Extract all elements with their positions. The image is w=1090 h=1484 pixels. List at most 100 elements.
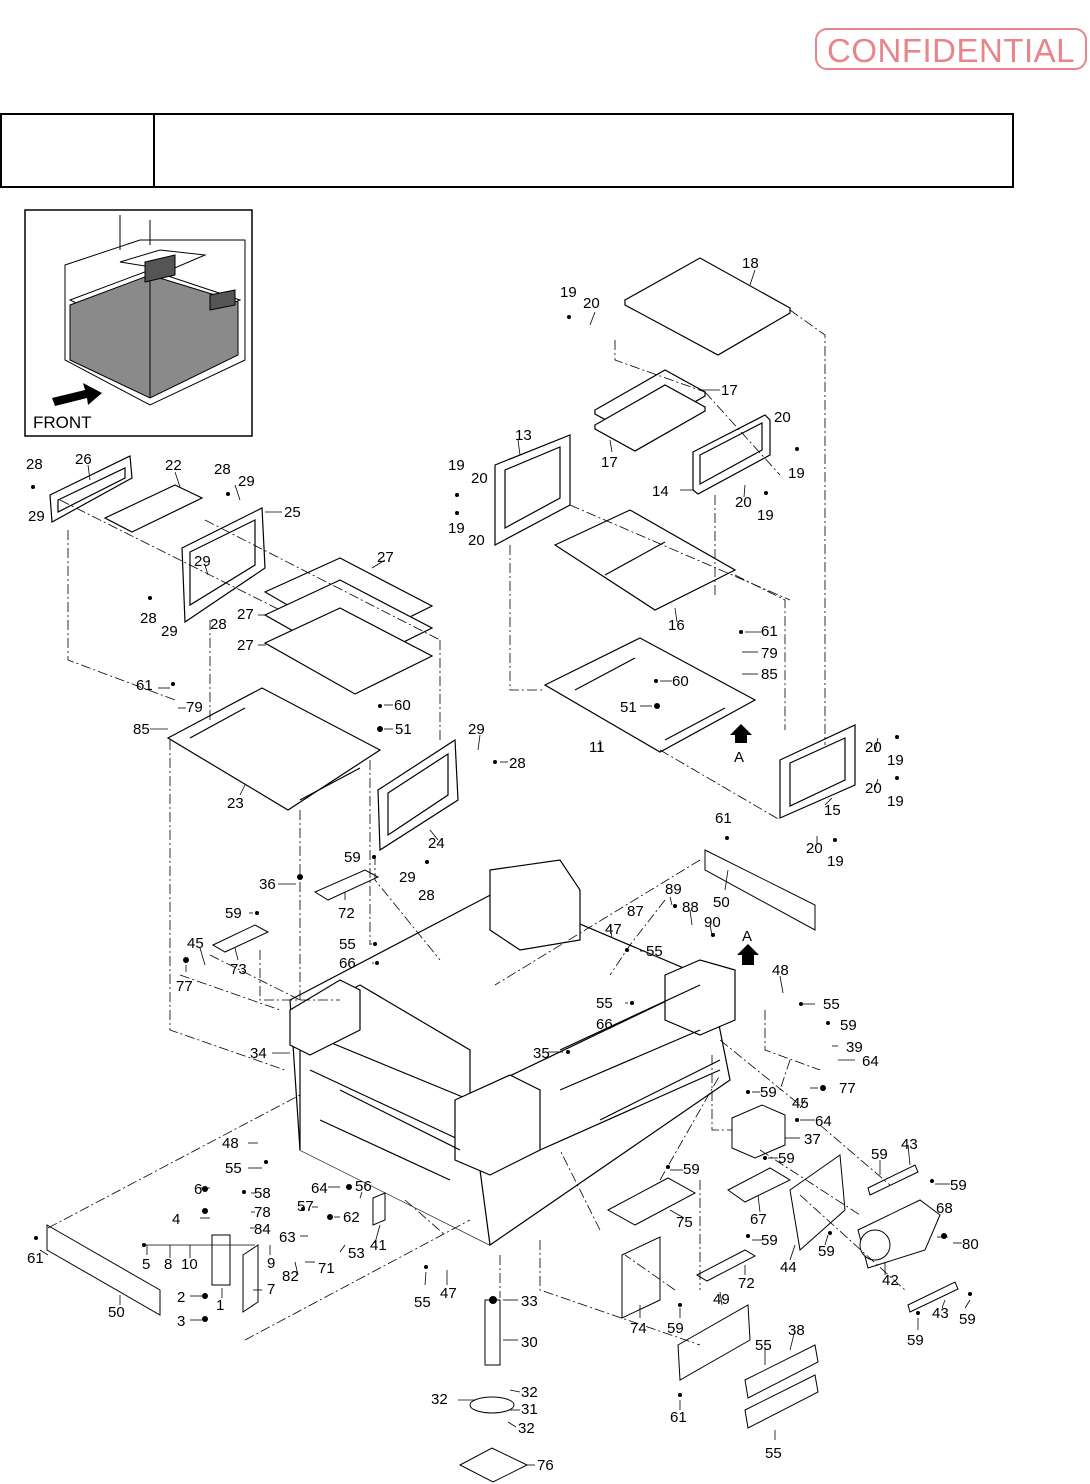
- callout-89: 89: [665, 881, 682, 898]
- callout-29: 29: [238, 473, 255, 490]
- bracket-26: [49, 455, 133, 523]
- callout-78: 78: [254, 1204, 271, 1221]
- callout-37: 37: [804, 1131, 821, 1148]
- callout-30: 30: [521, 1334, 538, 1351]
- callout-32: 32: [431, 1391, 448, 1408]
- callout-43: 43: [901, 1136, 918, 1153]
- callout-74: 74: [630, 1320, 647, 1337]
- callout-41: 41: [370, 1237, 387, 1254]
- callout-19: 19: [757, 507, 774, 524]
- callout-3: 3: [177, 1313, 185, 1330]
- callout-55: 55: [414, 1294, 431, 1311]
- callout-20: 20: [583, 295, 600, 312]
- plates-27: [263, 557, 434, 695]
- callout-22: 22: [165, 457, 182, 474]
- screws: [31, 315, 972, 1397]
- callout-17: 17: [601, 454, 618, 471]
- callout-48: 48: [222, 1135, 239, 1152]
- callout-9: 9: [267, 1255, 275, 1272]
- callout-55: 55: [596, 995, 613, 1012]
- callout-59: 59: [840, 1017, 857, 1034]
- plate-23: [166, 687, 382, 811]
- callout-59: 59: [818, 1243, 835, 1260]
- callout-31: 31: [521, 1401, 538, 1418]
- callout-19: 19: [448, 520, 465, 537]
- plate-72: [313, 869, 380, 901]
- callout-33: 33: [521, 1293, 538, 1310]
- callout-47: 47: [605, 921, 622, 938]
- callout-17: 17: [721, 382, 738, 399]
- box-37: [731, 1104, 786, 1159]
- callout-51: 51: [620, 699, 637, 716]
- callout-18: 18: [742, 255, 759, 272]
- callout-19: 19: [560, 284, 577, 301]
- callout-61: 61: [715, 810, 732, 827]
- callout-1: 1: [216, 1297, 224, 1314]
- callout-59: 59: [683, 1161, 700, 1178]
- callout-13: 13: [515, 427, 532, 444]
- callout-77: 77: [176, 978, 193, 995]
- view-arrow-a-2: [737, 944, 759, 965]
- callout-50: 50: [108, 1304, 125, 1321]
- callout-59: 59: [778, 1150, 795, 1167]
- callout-61: 61: [136, 677, 153, 694]
- view-arrow-a-1: [730, 724, 752, 743]
- plate-72b: [695, 1249, 757, 1282]
- callout-20: 20: [468, 532, 485, 549]
- callout-73: 73: [230, 961, 247, 978]
- callout-39: 39: [846, 1039, 863, 1056]
- callout-27: 27: [237, 637, 254, 654]
- callout-72: 72: [738, 1275, 755, 1292]
- bracket-7: [242, 1244, 259, 1313]
- main-frame: [289, 859, 736, 1246]
- callout-79: 79: [186, 699, 203, 716]
- top-plate-18: [623, 257, 792, 356]
- callout-59: 59: [950, 1177, 967, 1194]
- callout-32: 32: [518, 1420, 535, 1437]
- callout-25: 25: [284, 504, 301, 521]
- callout-28: 28: [26, 456, 43, 473]
- callout-84: 84: [254, 1221, 271, 1238]
- callout-36: 36: [259, 876, 276, 893]
- callout-85: 85: [133, 721, 150, 738]
- adjuster-30: [469, 1299, 515, 1414]
- callout-34: 34: [250, 1045, 267, 1062]
- filters-38: [744, 1344, 819, 1429]
- callout-64: 64: [311, 1180, 328, 1197]
- callout-24: 24: [428, 835, 445, 852]
- callout-26: 26: [75, 451, 92, 468]
- callout-28: 28: [418, 887, 435, 904]
- panel-25: [181, 507, 266, 624]
- callout-53: 53: [348, 1245, 365, 1262]
- callout-66: 66: [339, 955, 356, 972]
- bracket-67: [727, 1167, 792, 1203]
- callout-47: 47: [440, 1285, 457, 1302]
- callout-20: 20: [735, 494, 752, 511]
- callout-72: 72: [338, 905, 355, 922]
- callout-48: 48: [772, 962, 789, 979]
- callout-60: 60: [394, 697, 411, 714]
- callout-28: 28: [214, 461, 231, 478]
- plate-16: [553, 509, 737, 611]
- callout-55: 55: [646, 943, 663, 960]
- section-title-cell: [155, 115, 1012, 186]
- callout-59: 59: [871, 1146, 888, 1163]
- pad-76: [458, 1447, 529, 1483]
- bracket-43: [867, 1164, 959, 1313]
- callout-20: 20: [806, 840, 823, 857]
- callout-4: 4: [172, 1211, 180, 1228]
- callout-79: 79: [761, 645, 778, 662]
- callout-27: 27: [237, 606, 254, 623]
- callout-82: 82: [282, 1268, 299, 1285]
- callout-6: 6: [194, 1181, 202, 1198]
- side-panel-13: [494, 434, 571, 546]
- callout-20: 20: [774, 409, 791, 426]
- callout-88: 88: [682, 899, 699, 916]
- plate-74: [621, 1236, 661, 1319]
- plate-49: [677, 1304, 751, 1381]
- header-table: [0, 113, 1014, 188]
- callout-32: 32: [521, 1384, 538, 1401]
- callout-57: 57: [297, 1198, 314, 1215]
- callout-55: 55: [823, 996, 840, 1013]
- bracket-14: [692, 414, 771, 495]
